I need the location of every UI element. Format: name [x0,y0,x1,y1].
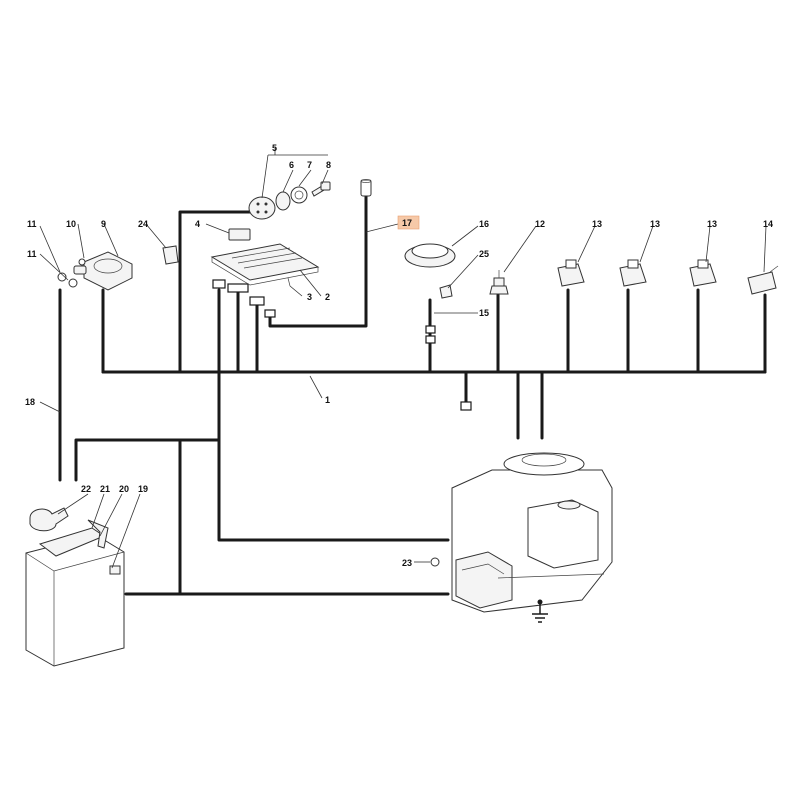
callout-24: 24 [138,219,148,229]
callout-7: 7 [307,160,312,170]
connector-branch [460,401,472,411]
sensor-part-12 [489,270,509,295]
callout-14: 14 [763,219,773,229]
engine-assembly [430,452,613,623]
engine-head [527,499,599,569]
washer-part-11a [57,272,67,282]
part-17-sensor [360,179,372,197]
callout-13b: 13 [650,219,660,229]
callout-23: 23 [402,558,412,568]
connector-board-c [249,296,265,306]
callout-19: 19 [138,484,148,494]
callout-15: 15 [479,308,489,318]
ground-icon [532,599,548,623]
wire-to-part-17 [268,193,368,328]
wire-board-a [217,288,450,542]
relay-part-4 [228,228,251,241]
callout-21: 21 [100,484,110,494]
switch-part-13c [689,259,717,287]
callout-2: 2 [325,292,330,302]
callout-17-highlight [397,215,420,230]
engine-nut-part-23 [430,557,440,567]
callout-20: 20 [119,484,129,494]
washer-part-11b [68,278,78,288]
nut-part-10 [78,258,86,266]
ignition-nut [290,186,308,204]
callout-11a: 11 [27,219,37,229]
connector-board-b [227,283,249,293]
connectors [212,279,472,411]
clip-part-25 [439,284,453,299]
connector-part-15-top [425,325,436,334]
microswitch-part-14 [747,265,779,295]
leader-lines [39,148,767,569]
callout-5: 5 [272,143,277,153]
engine-cap [557,500,581,510]
ignition-switch-assembly [248,181,331,220]
engine-top-cap [503,452,585,476]
callout-25: 25 [479,249,489,259]
solenoid-assembly [57,251,133,291]
switch-part-13b [619,259,647,287]
battery-body [25,534,125,667]
callout-22: 22 [81,484,91,494]
callout-labels: 1 2 3 4 5 6 7 8 9 10 11 11 12 13 13 13 1… [25,143,773,568]
control-board-assembly [210,228,320,287]
control-board-part-2 [210,243,320,281]
starter-solenoid-part-9 [83,251,133,291]
callout-4: 4 [195,219,200,229]
callout-13a: 13 [592,219,602,229]
battery-assembly [25,507,125,667]
engine-carburetor [455,551,513,609]
callout-1: 1 [325,395,330,405]
part-16-assembly [404,243,456,299]
callout-13c: 13 [707,219,717,229]
callout-3: 3 [307,292,312,302]
callout-16: 16 [479,219,489,229]
ignition-switch-body [248,196,276,220]
callout-12: 12 [535,219,545,229]
wire-battery-positive [74,438,221,482]
callout-9: 9 [101,219,106,229]
callout-11b: 11 [27,249,37,259]
connector-part-15-bottom [425,335,436,344]
wiring-harness [58,193,767,596]
sensor-tube-part-17 [360,179,372,197]
screw-part-3 [287,277,291,287]
ignition-ring [275,191,291,211]
connector-board-a [212,279,226,289]
callout-8: 8 [326,160,331,170]
connector-board-d [264,309,276,318]
callout-6: 6 [289,160,294,170]
callout-10: 10 [66,219,76,229]
callout-18: 18 [25,397,35,407]
callout-17: 17 [402,218,412,228]
clip-part-24 [162,245,179,265]
switch-part-13a [557,259,585,287]
wire-to-ignition [178,210,270,374]
